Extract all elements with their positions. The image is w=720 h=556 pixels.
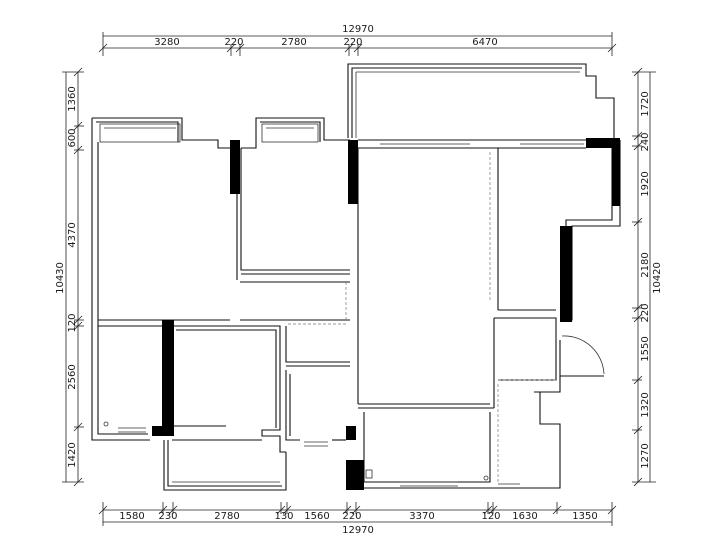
top-dimension-4: 220 — [343, 37, 362, 48]
bottom-dimension-5: 1560 — [304, 511, 329, 522]
bottom-dimension-9: 1630 — [512, 511, 537, 522]
right-dimension-8: 1270 — [640, 443, 651, 468]
left-dimension-chain: 1360 600 4370 120 2560 1420 10430 — [55, 67, 84, 487]
bottom-dimension-4: 130 — [274, 511, 293, 522]
bottom-dimension-1: 1580 — [119, 511, 144, 522]
left-dimension-3: 4370 — [67, 222, 78, 247]
left-dimension-4: 120 — [67, 313, 78, 332]
bottom-dimension-6: 220 — [342, 511, 361, 522]
right-dimension-6: 1550 — [640, 336, 651, 361]
right-dimension-3: 1920 — [640, 171, 651, 196]
left-overall-dimension: 10430 — [55, 262, 66, 294]
top-dimension-1: 3280 — [154, 37, 179, 48]
top-dimension-3: 2780 — [281, 37, 306, 48]
right-dimension-7: 1320 — [640, 392, 651, 417]
right-dimension-5: 220 — [640, 303, 651, 322]
right-dimension-2: 240 — [640, 132, 651, 151]
top-overall-dimension: 12970 — [342, 24, 374, 35]
structural-columns — [152, 138, 620, 490]
bottom-dimension-3: 2780 — [214, 511, 239, 522]
left-dimension-1: 1360 — [67, 86, 78, 111]
top-dimension-chain: 12970 3280 220 2780 220 6470 — [98, 24, 617, 56]
right-dimension-chain: 1720 240 1920 2180 220 1550 1320 1270 10… — [632, 67, 663, 487]
bottom-dimension-7: 3370 — [409, 511, 434, 522]
bottom-dimension-10: 1350 — [572, 511, 597, 522]
bottom-dimension-chain: 1580 230 2780 130 1560 220 3370 120 1630… — [98, 502, 617, 536]
bottom-dimension-2: 230 — [158, 511, 177, 522]
left-dimension-5: 2560 — [67, 364, 78, 389]
bottom-overall-dimension: 12970 — [342, 525, 374, 536]
right-dimension-4: 2180 — [640, 252, 651, 277]
right-dimension-1: 1720 — [640, 91, 651, 116]
bottom-dimension-8: 120 — [481, 511, 500, 522]
left-dimension-6: 1420 — [67, 442, 78, 467]
top-dimension-5: 6470 — [472, 37, 497, 48]
walls — [91, 63, 621, 491]
right-overall-dimension: 10420 — [652, 262, 663, 294]
top-dimension-2: 220 — [224, 37, 243, 48]
left-dimension-2: 600 — [67, 128, 78, 147]
